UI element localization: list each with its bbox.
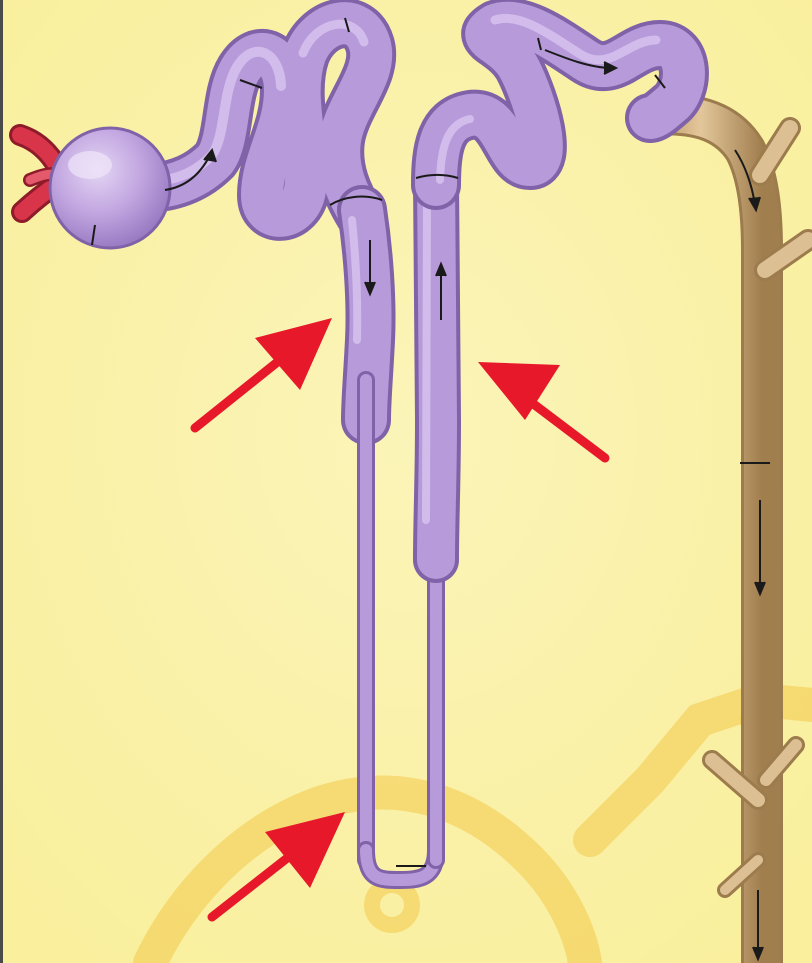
bowmans-capsule bbox=[50, 128, 170, 248]
left-border bbox=[0, 0, 3, 963]
ascending-limb bbox=[426, 180, 438, 860]
